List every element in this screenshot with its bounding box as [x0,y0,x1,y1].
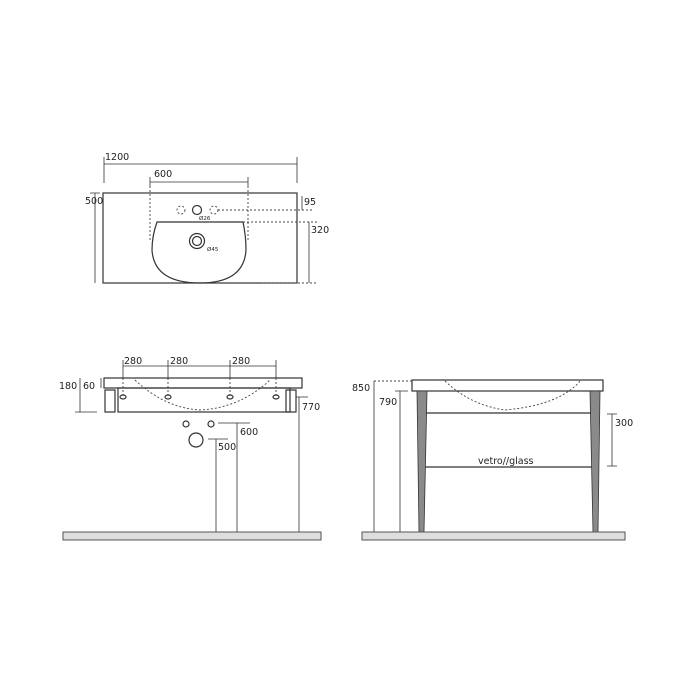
label-tap-spacing: 600 [154,169,172,180]
label-bracket-height: 770 [302,402,320,413]
countertop-front [103,377,303,389]
label-shelf-spacing: 300 [615,418,633,429]
dim-width [103,157,298,183]
dim-depth [90,192,100,283]
label-basin-depth: 320 [311,225,329,236]
drain-outer [188,232,206,250]
dim-spacing [122,360,277,378]
tap-hole-left [176,205,186,215]
dim-heights [75,378,102,413]
top-view: 1200 600 500 95 320 Ø26 Ø45 [85,152,329,284]
label-frame-height: 790 [379,397,397,408]
label-tap-offset: 95 [304,197,316,208]
dim-tap-spacing [149,177,249,186]
bracket-left [104,389,116,413]
supply-right [207,420,215,428]
basin-hidden-side [444,380,581,411]
side-view: vetro//glass 300 850 790 [352,379,633,541]
floor-left [62,531,322,541]
tap-hole-center [191,204,203,216]
front-view: 280 280 280 180 60 770 600 500 [59,356,322,541]
label-drain-height: 500 [218,442,236,453]
dim-supply [218,422,250,532]
label-spacing-2: 280 [170,356,188,367]
leg-left [416,390,428,533]
dim-shelf-spacing [607,413,617,467]
drain-inner [191,235,203,247]
label-supply-height: 600 [240,427,258,438]
countertop-side [411,379,604,392]
label-tap-diameter: Ø26 [199,215,211,222]
label-top-thickness: 60 [83,381,95,392]
label-overall-height: 850 [352,383,370,394]
label-depth: 500 [85,196,103,207]
label-glass-shelf: vetro//glass [478,456,534,467]
basin-hidden-line [134,379,271,411]
supply-left [182,420,190,428]
cabinet-body [117,387,291,413]
dim-drain [208,438,228,532]
dim-bracket-height [296,396,308,532]
basin-outline [151,221,247,284]
floor-right [361,531,626,541]
drain-pipe [188,432,204,448]
label-spacing-1: 280 [124,356,142,367]
label-total-height: 180 [59,381,77,392]
label-spacing-3: 280 [232,356,250,367]
label-drain-diameter: Ø45 [207,246,219,253]
tap-hole-right [209,205,219,215]
bracket-right [285,389,297,413]
dim-frame-height [395,390,408,532]
label-width: 1200 [105,152,129,163]
leg-right [589,390,601,533]
